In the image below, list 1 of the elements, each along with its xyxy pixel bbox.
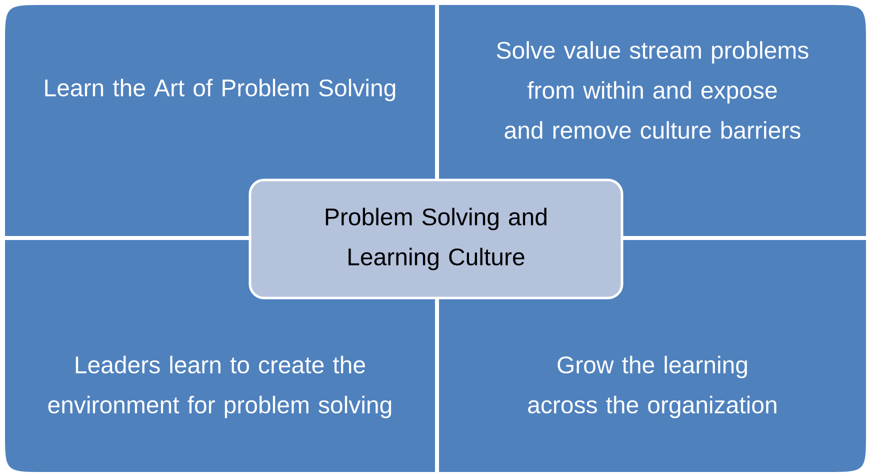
center-box: Problem Solving and Learning Culture <box>248 178 624 300</box>
